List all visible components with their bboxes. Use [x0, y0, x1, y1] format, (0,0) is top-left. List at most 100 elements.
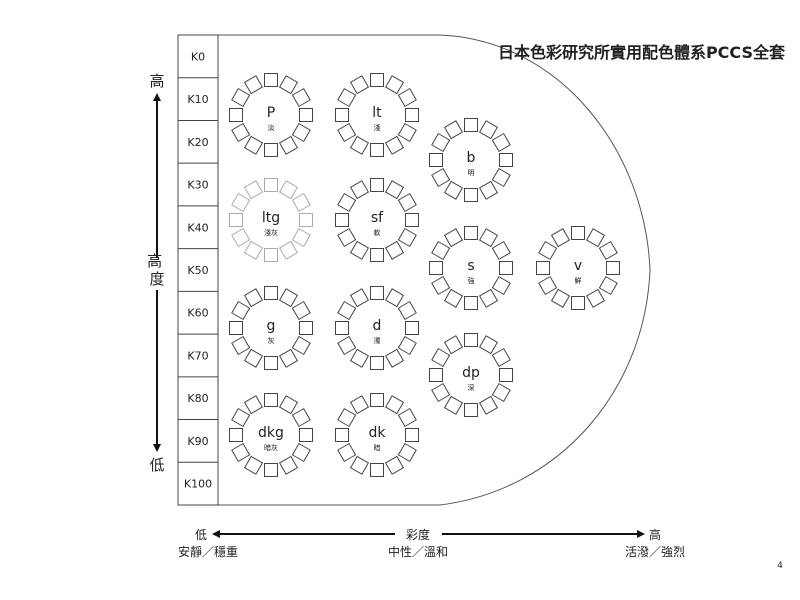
color-swatch	[337, 407, 357, 428]
tone-name: 灰	[268, 336, 275, 345]
color-swatch	[243, 135, 264, 155]
tone-wheel-dp: dp深	[429, 333, 513, 417]
color-swatch	[491, 167, 511, 188]
color-swatch	[349, 75, 370, 95]
color-swatch	[231, 300, 251, 321]
color-swatch	[538, 240, 558, 261]
color-swatch	[278, 180, 299, 200]
scale-label: K70	[187, 349, 208, 362]
color-swatch	[337, 227, 357, 248]
y-axis-title: 高 度	[147, 252, 167, 288]
tone-wheel-b: b明	[429, 118, 513, 202]
color-swatch	[264, 356, 278, 370]
color-swatch	[349, 348, 370, 368]
color-swatch	[550, 228, 571, 248]
tone-wheel-lt: lt淺	[335, 73, 419, 157]
color-swatch	[384, 348, 405, 368]
tone-wheel-dk: dk暗	[335, 393, 419, 477]
color-swatch	[397, 300, 417, 321]
color-swatch	[443, 288, 464, 308]
color-swatch	[231, 407, 251, 428]
color-swatch	[550, 288, 571, 308]
x-desc-middle: 中性／溫和	[388, 544, 448, 559]
color-swatch	[337, 442, 357, 463]
tone-name: 強	[468, 277, 475, 285]
color-swatch	[278, 348, 299, 368]
color-swatch	[264, 286, 278, 300]
scale-label: K60	[187, 307, 208, 320]
color-swatch	[397, 227, 417, 248]
color-swatch	[464, 296, 478, 310]
color-swatch	[429, 153, 443, 167]
color-swatch	[370, 248, 384, 262]
color-swatch	[598, 275, 618, 296]
color-swatch	[491, 240, 511, 261]
color-swatch	[405, 321, 419, 335]
color-swatch	[405, 428, 419, 442]
color-swatch	[231, 87, 251, 108]
color-swatch	[429, 261, 443, 275]
tone-name: 淺	[374, 123, 381, 132]
color-swatch	[585, 228, 606, 248]
color-swatch	[384, 240, 405, 260]
color-swatch	[243, 240, 264, 260]
color-swatch	[291, 87, 311, 108]
tone-code: d	[373, 318, 382, 334]
color-swatch	[278, 240, 299, 260]
color-swatch	[291, 300, 311, 321]
color-swatch	[384, 395, 405, 415]
color-swatch	[337, 192, 357, 213]
scale-label: K40	[187, 221, 208, 234]
color-swatch	[370, 463, 384, 477]
color-swatch	[335, 428, 349, 442]
tone-name: 暗	[374, 443, 381, 452]
color-swatch	[478, 120, 499, 140]
color-swatch	[443, 335, 464, 355]
color-swatch	[464, 226, 478, 240]
color-swatch	[299, 428, 313, 442]
color-swatch	[431, 167, 451, 188]
color-swatch	[299, 213, 313, 227]
color-swatch	[571, 296, 585, 310]
tone-region-outline	[217, 34, 651, 506]
color-swatch	[264, 143, 278, 157]
color-swatch	[478, 335, 499, 355]
color-swatch	[464, 333, 478, 347]
color-swatch	[536, 261, 550, 275]
color-swatch	[384, 288, 405, 308]
color-swatch	[291, 122, 311, 143]
tone-wheel-dkg: dkg 暗灰	[229, 393, 313, 477]
tone-wheel-sf: sf軟	[335, 178, 419, 262]
color-swatch	[337, 87, 357, 108]
color-swatch	[264, 73, 278, 87]
color-swatch	[349, 240, 370, 260]
color-swatch	[397, 192, 417, 213]
tone-code: s	[467, 258, 474, 274]
color-swatch	[335, 321, 349, 335]
scale-label: K100	[184, 478, 212, 491]
color-swatch	[370, 178, 384, 192]
tone-wheel-v: v鮮	[536, 226, 620, 310]
scale-label: K30	[187, 179, 208, 192]
color-swatch	[443, 228, 464, 248]
page-number: 4	[777, 561, 783, 571]
color-swatch	[491, 132, 511, 153]
color-swatch	[478, 180, 499, 200]
color-swatch	[431, 382, 451, 403]
color-swatch	[397, 335, 417, 356]
color-swatch	[349, 288, 370, 308]
tone-name: 暗灰	[264, 443, 278, 452]
tone-code: dkg	[258, 425, 284, 441]
color-swatch	[431, 132, 451, 153]
color-swatch	[243, 180, 264, 200]
color-swatch	[264, 463, 278, 477]
color-swatch	[243, 395, 264, 415]
color-swatch	[464, 188, 478, 202]
color-swatch	[291, 227, 311, 248]
color-swatch	[370, 73, 384, 87]
color-swatch	[370, 356, 384, 370]
color-swatch	[231, 122, 251, 143]
color-swatch	[499, 368, 513, 382]
